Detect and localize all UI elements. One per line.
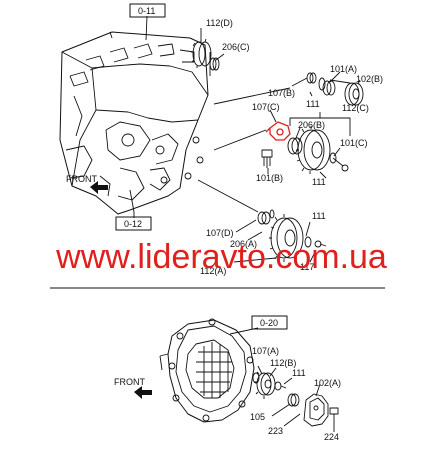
watermark: www.lideravto.com.ua — [56, 238, 387, 276]
flywheel-housing — [159, 318, 255, 423]
label-111-a: 111 — [306, 99, 320, 109]
gear-112d — [191, 38, 220, 76]
bolt-224 — [329, 407, 339, 424]
idler-upper-parts — [291, 72, 364, 106]
idler-gear-112c — [287, 126, 349, 174]
label-112a: 112(A) — [200, 266, 226, 276]
label-223: 223 — [268, 426, 283, 436]
label-112b: 112(B) — [270, 358, 296, 368]
label-112c: 112(C) — [342, 103, 369, 113]
front-arrow-icon — [90, 181, 108, 194]
cover-102a — [303, 393, 329, 427]
bolt-101b — [261, 149, 273, 168]
label-102a: 102(A) — [314, 378, 341, 388]
seal-105 — [287, 393, 300, 407]
front-label-upper: FRONT — [66, 174, 97, 184]
label-112d: 112(D) — [206, 18, 233, 28]
label-111-lower: 111 — [292, 368, 306, 378]
label-206c: 206(C) — [222, 42, 250, 52]
label-105: 105 — [250, 412, 265, 422]
front-arrow-lower-icon — [134, 386, 152, 399]
label-101b: 101(B) — [256, 173, 283, 183]
label-224: 224 — [324, 432, 339, 442]
label-107c: 107(C) — [252, 102, 280, 112]
label-107d: 107(D) — [206, 228, 234, 238]
label-107b: 107(B) — [268, 88, 295, 98]
label-117: 117 — [300, 262, 314, 272]
label-111-b: 111 — [312, 177, 326, 187]
label-111-c: 111 — [312, 211, 326, 221]
ref-box-0-11 — [129, 3, 166, 18]
labels: 0-11 0-12 0-20 FRONT FRONT 112(D) 206(C)… — [66, 6, 383, 442]
ref-0-12: 0-12 — [124, 219, 142, 229]
ref-0-11: 0-11 — [138, 6, 155, 16]
label-101c: 101(C) — [340, 138, 368, 148]
label-206a: 206(A) — [230, 239, 257, 249]
gear-112a — [257, 209, 327, 262]
front-label-lower: FRONT — [114, 377, 145, 387]
ref-0-20: 0-20 — [260, 318, 278, 328]
gear-112b — [252, 371, 287, 399]
engine-block — [59, 31, 209, 215]
label-101a: 101(A) — [330, 64, 357, 74]
label-102b: 102(B) — [356, 74, 383, 84]
label-107a: 107(A) — [252, 346, 279, 356]
label-206b: 206(B) — [298, 120, 325, 130]
ref-box-0-12 — [115, 216, 152, 231]
idler-shaft-107c — [265, 121, 291, 141]
ref-box-0-20 — [251, 315, 288, 330]
